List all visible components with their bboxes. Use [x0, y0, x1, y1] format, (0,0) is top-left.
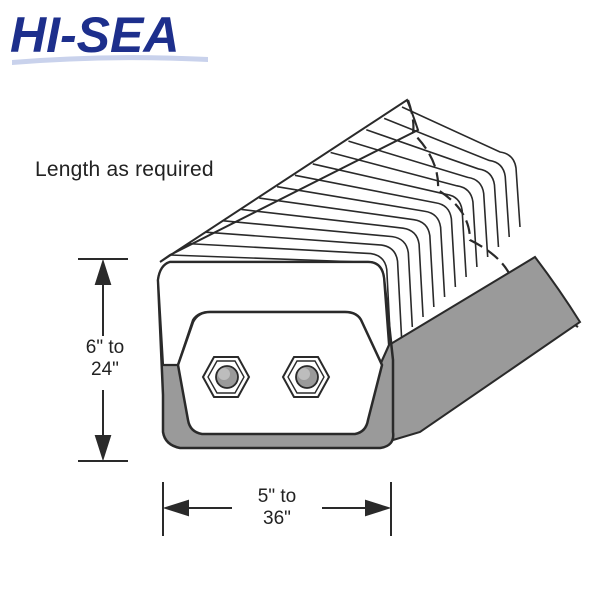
- rib-line: [330, 151, 478, 268]
- rib-line: [205, 231, 403, 338]
- height-label: 6" to 24": [60, 337, 150, 381]
- length-label: Length as required: [35, 158, 214, 181]
- width-label-line2: 36": [263, 508, 291, 529]
- height-label-line1: 6" to: [85, 337, 125, 358]
- height-dimension: [78, 258, 128, 462]
- rib-line: [259, 197, 435, 308]
- arrow-down-icon: [94, 435, 112, 462]
- rib-line: [223, 220, 414, 328]
- arrow-up-icon: [94, 258, 112, 285]
- arrow-right-icon: [365, 499, 392, 517]
- rib-line: [401, 106, 521, 228]
- hex-nut-icon: [281, 356, 331, 398]
- rib-lines: [169, 106, 521, 358]
- width-dimension: [162, 482, 392, 536]
- brand-logo: HI-SEA: [10, 7, 208, 65]
- logo-text: HI-SEA: [10, 7, 179, 63]
- rib-line: [383, 117, 511, 238]
- rib-line: [276, 185, 446, 298]
- rib-line: [348, 140, 489, 258]
- logo-swoosh: [12, 55, 208, 65]
- hex-nut-icon: [201, 356, 251, 398]
- fender-bore: [176, 310, 384, 436]
- width-label-line1: 5" to: [257, 486, 297, 507]
- arrow-left-icon: [162, 499, 189, 517]
- fender-side-face: [387, 255, 582, 442]
- rib-line: [294, 174, 457, 288]
- rib-line: [241, 208, 424, 318]
- rib-line: [366, 129, 500, 248]
- height-label-line2: 24": [91, 359, 119, 380]
- rib-line: [187, 242, 392, 348]
- width-label: 5" to 36": [232, 486, 322, 530]
